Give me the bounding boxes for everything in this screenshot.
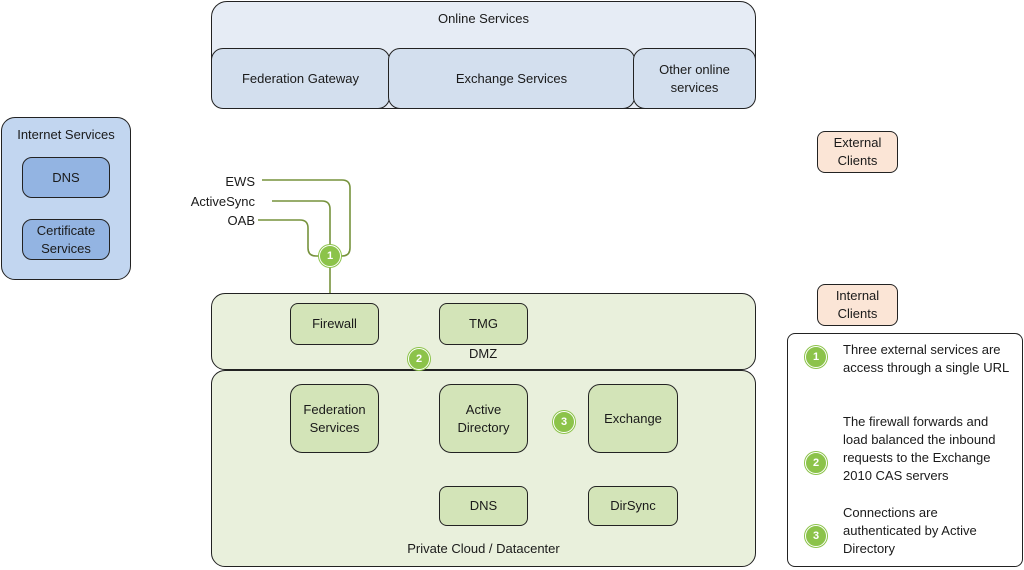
private-dns-box: DNS xyxy=(439,486,528,526)
legend-step-3-badge: 3 xyxy=(805,525,827,547)
dirsync-box: DirSync xyxy=(588,486,678,526)
legend-step-1-text: Three external services are access throu… xyxy=(843,342,1010,375)
certificate-services-box: Certificate Services xyxy=(22,219,110,260)
step-1-badge: 1 xyxy=(319,245,341,267)
firewall-box: Firewall xyxy=(290,303,379,345)
activesync-line xyxy=(272,200,331,246)
private-cloud-label: Private Cloud / Datacenter xyxy=(407,541,560,556)
internet-dns-box: DNS xyxy=(22,157,110,198)
dmz-label: DMZ xyxy=(469,346,498,361)
internet-services-title: Internet Services xyxy=(17,127,115,142)
exchange-box: Exchange xyxy=(588,384,678,453)
protocol-oab-label: OAB xyxy=(227,213,255,228)
active-directory-box: Active Directory xyxy=(439,384,528,453)
protocol-activesync-label: ActiveSync xyxy=(190,194,255,209)
federation-gateway-box: Federation Gateway xyxy=(211,48,390,109)
online-services-title: Online Services xyxy=(437,11,530,26)
exchange-services-box: Exchange Services xyxy=(388,48,635,109)
federation-services-box: Federation Services xyxy=(290,384,379,453)
legend-step-1-badge: 1 xyxy=(805,346,827,368)
internal-clients-box: Internal Clients xyxy=(817,284,898,326)
other-online-services-box: Other online services xyxy=(633,48,756,109)
ews-line xyxy=(262,179,351,257)
oab-line xyxy=(258,219,320,257)
step-2-badge: 2 xyxy=(408,348,430,370)
legend-panel xyxy=(787,333,1023,567)
legend-step-3-text: Connections are authenticated by Active … xyxy=(843,505,977,556)
step-3-badge: 3 xyxy=(553,411,575,433)
external-clients-box: External Clients xyxy=(817,131,898,173)
legend-step-2-text: The firewall forwards and load balanced … xyxy=(843,414,996,483)
tmg-box: TMG xyxy=(439,303,528,345)
protocol-ews-label: EWS xyxy=(225,174,255,189)
legend-step-2-badge: 2 xyxy=(805,452,827,474)
